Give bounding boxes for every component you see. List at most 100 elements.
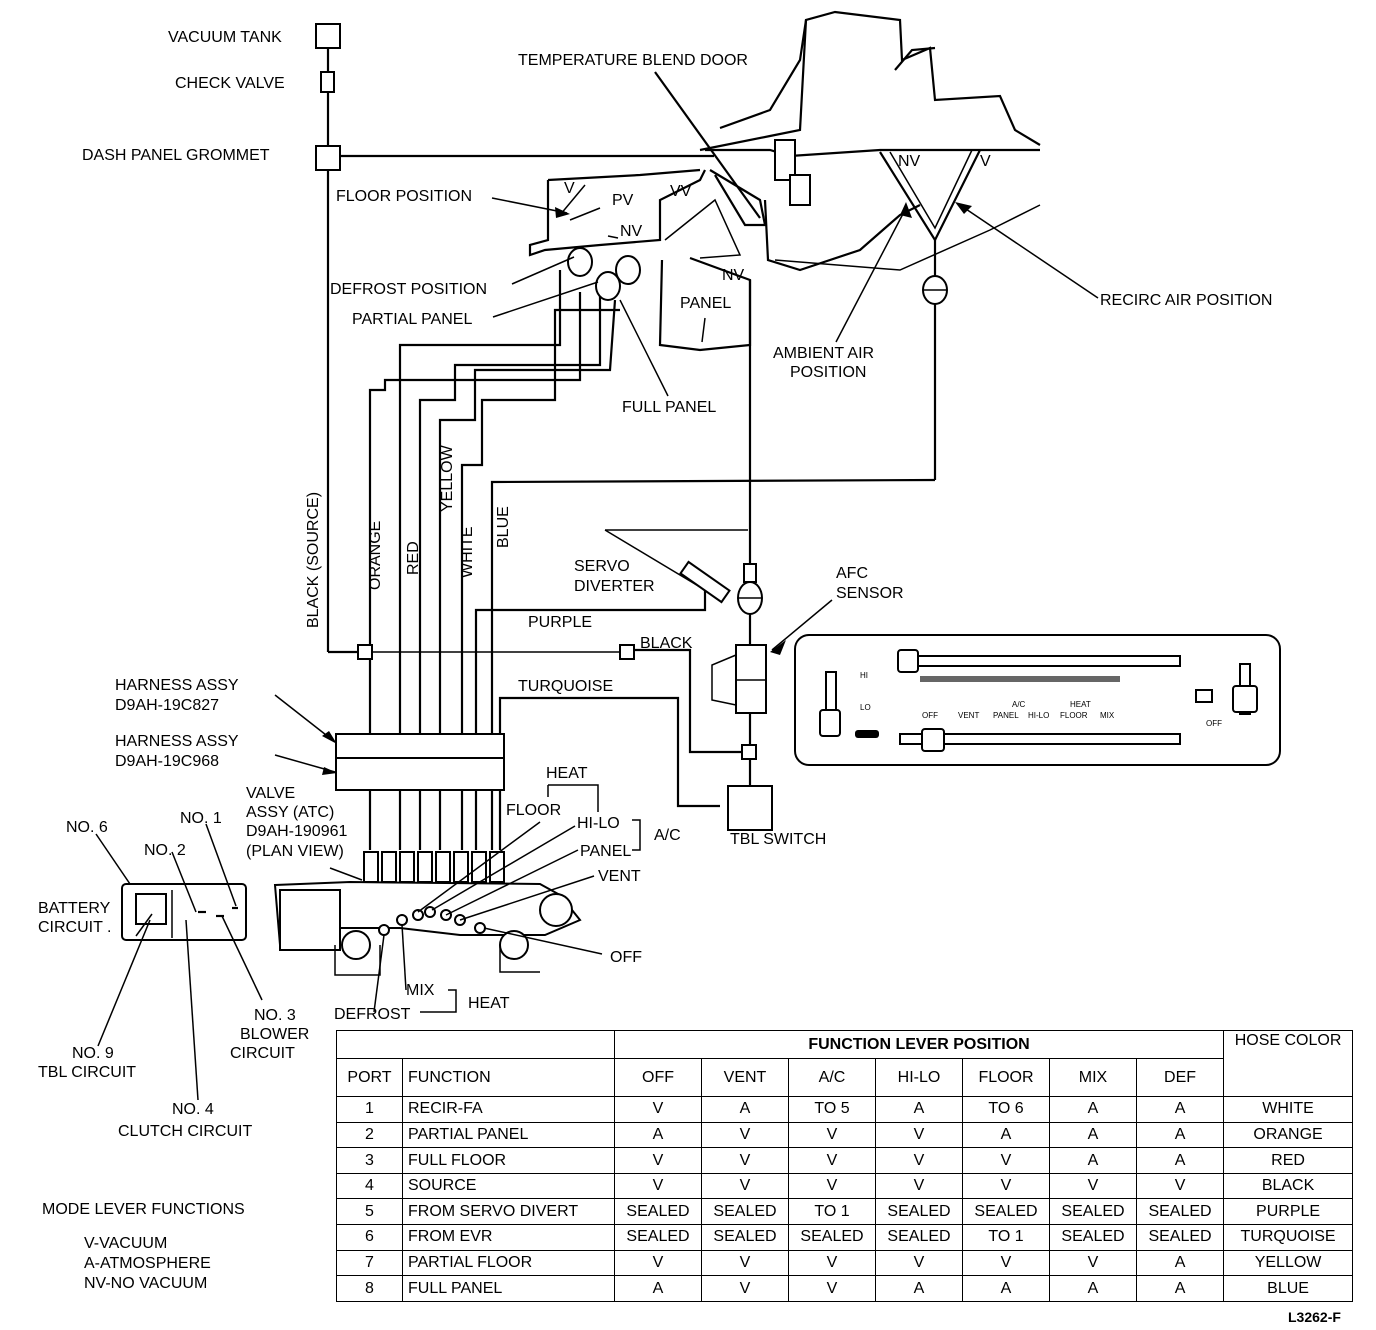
value-cell: V (1049, 1172, 1137, 1200)
label-servo-2: DIVERTER (574, 578, 655, 595)
table-column-header: OFF (614, 1058, 702, 1098)
label-heat-top: HEAT (546, 765, 588, 782)
value-cell: A (962, 1121, 1050, 1149)
value-cell: V (614, 1249, 702, 1277)
port-cell: 6 (336, 1224, 403, 1251)
value-cell: SEALED (962, 1198, 1050, 1226)
label-recirc-v: V (980, 153, 991, 170)
label-ac: A/C (654, 827, 681, 844)
cp-vent: VENT (958, 711, 979, 720)
function-cell: PARTIAL FLOOR (402, 1249, 615, 1277)
label-harness2-a: HARNESS ASSY (115, 733, 239, 750)
label-no1: NO. 1 (180, 810, 222, 827)
door-label-leaders (491, 197, 706, 397)
tbl-switch-box (727, 785, 773, 831)
label-red: RED (405, 541, 422, 575)
label-battery-2: CIRCUIT . (38, 919, 111, 936)
value-cell: V (875, 1121, 963, 1149)
table-port-header: PORT (336, 1058, 403, 1098)
table-function-header: FUNCTION (402, 1058, 615, 1098)
value-cell: A (962, 1275, 1050, 1302)
table-group-header: FUNCTION LEVER POSITION (613, 1029, 1225, 1060)
legend-atmosphere: A-ATMOSPHERE (84, 1255, 211, 1272)
value-cell: V (614, 1096, 702, 1123)
port-cell: 3 (336, 1147, 403, 1174)
value-cell: A (875, 1275, 963, 1302)
lever-pointers (373, 784, 641, 1013)
mode-door-assembly (528, 168, 752, 352)
value-cell: V (962, 1172, 1050, 1200)
cp-heat: HEAT (1070, 700, 1091, 709)
hose-color-cell: WHITE (1223, 1096, 1354, 1123)
hose-color-cell: ORANGE (1223, 1121, 1354, 1149)
harness-assemblies (274, 694, 505, 791)
value-cell: SEALED (875, 1198, 963, 1226)
value-cell: TO 5 (788, 1096, 876, 1123)
label-full-panel: FULL PANEL (622, 399, 716, 416)
label-blue: BLUE (495, 506, 512, 548)
control-panel (794, 634, 1281, 766)
label-temperature-blend-door: TEMPERATURE BLEND DOOR (518, 52, 748, 69)
value-cell: A (1135, 1275, 1225, 1302)
label-check-valve: CHECK VALVE (175, 75, 285, 92)
value-cell: TO 6 (962, 1096, 1050, 1123)
blend-door-leader (654, 71, 761, 219)
label-valve-c: D9AH-190961 (246, 823, 348, 840)
value-cell: A (701, 1096, 789, 1123)
label-panel-lever: PANEL (580, 843, 631, 860)
function-lever-table: FUNCTION LEVER POSITION HOSE COLOR PORT … (336, 1029, 1354, 1302)
label-harness1-a: HARNESS ASSY (115, 677, 239, 694)
label-door-vv: VV (670, 183, 692, 200)
value-cell: V (701, 1147, 789, 1174)
value-cell: V (701, 1249, 789, 1277)
table-blank-header (336, 1029, 615, 1060)
value-cell: V (788, 1147, 876, 1174)
value-cell: A (1135, 1121, 1225, 1149)
hose-connectors (357, 563, 763, 760)
port-cell: 7 (336, 1249, 403, 1277)
figure-id: L3262-F (1288, 1309, 1341, 1325)
port-cell: 2 (336, 1121, 403, 1149)
value-cell: V (788, 1172, 876, 1200)
recirc-door (835, 149, 1099, 480)
legend-no-vacuum: NV-NO VACUUM (84, 1275, 207, 1292)
value-cell: A (614, 1275, 702, 1302)
legend-vacuum: V-VACUUM (84, 1235, 167, 1252)
function-cell: RECIR-FA (402, 1096, 615, 1123)
table-column-header: DEF (1135, 1058, 1225, 1098)
value-cell: V (701, 1121, 789, 1149)
port-cell: 1 (336, 1096, 403, 1123)
label-panel-door: PANEL (680, 295, 731, 312)
table-column-header: VENT (701, 1058, 789, 1098)
label-mix: MIX (406, 982, 435, 999)
label-dash-panel-grommet: DASH PANEL GROMMET (82, 147, 270, 164)
value-cell: V (614, 1147, 702, 1174)
value-cell: SEALED (788, 1224, 876, 1251)
value-cell: V (614, 1172, 702, 1200)
cp-off-right: OFF (1206, 719, 1222, 728)
label-vent: VENT (598, 868, 641, 885)
port-cell: 4 (336, 1172, 403, 1200)
function-cell: FULL FLOOR (402, 1147, 615, 1174)
value-cell: A (1049, 1121, 1137, 1149)
value-cell: A (1049, 1096, 1137, 1123)
function-cell: FULL PANEL (402, 1275, 615, 1302)
electrical-connector (95, 823, 263, 1101)
label-recirc-nv: NV (898, 153, 921, 170)
cp-lo: LO (860, 703, 871, 712)
table-column-header: A/C (788, 1058, 876, 1098)
table-column-header: HI-LO (875, 1058, 963, 1098)
label-orange: ORANGE (367, 521, 384, 590)
value-cell: V (788, 1249, 876, 1277)
function-cell: SOURCE (402, 1172, 615, 1200)
label-valve-b: ASSY (ATC) (246, 804, 334, 821)
label-no9-2: TBL CIRCUIT (38, 1064, 136, 1081)
hose-color-cell: TURQUOISE (1223, 1224, 1354, 1251)
cp-hi: HI (860, 671, 868, 680)
port-cell: 8 (336, 1275, 403, 1302)
